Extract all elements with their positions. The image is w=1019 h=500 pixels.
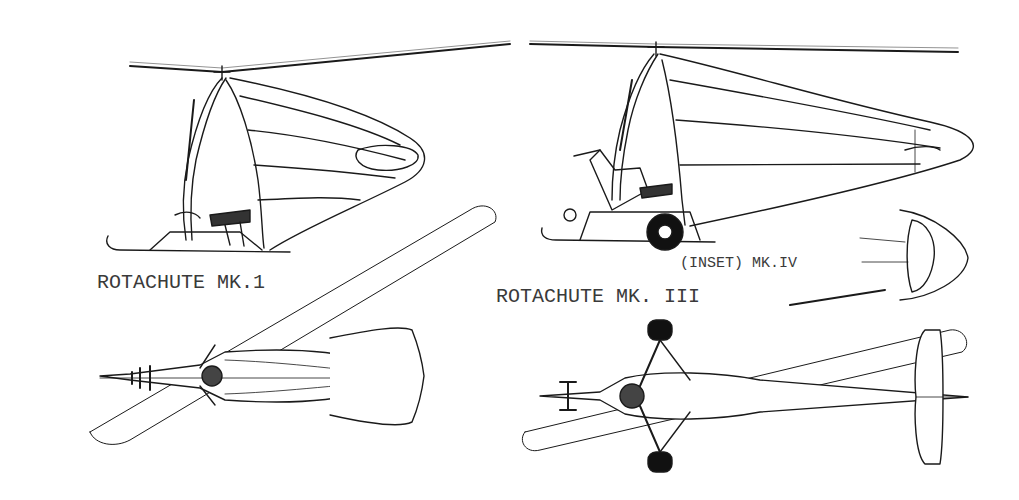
aircraft-label: (INSET) MK.IV	[678, 256, 799, 273]
mk1-side-view	[107, 41, 510, 252]
mk1-top-view	[90, 206, 496, 445]
mk3-top-view	[522, 320, 968, 472]
aircraft-label: ROTACHUTE MK. III	[494, 286, 702, 308]
mk4-inset	[790, 210, 968, 305]
aircraft-label: ROTACHUTE MK.1	[95, 272, 267, 294]
mk3-side-view	[530, 41, 973, 250]
